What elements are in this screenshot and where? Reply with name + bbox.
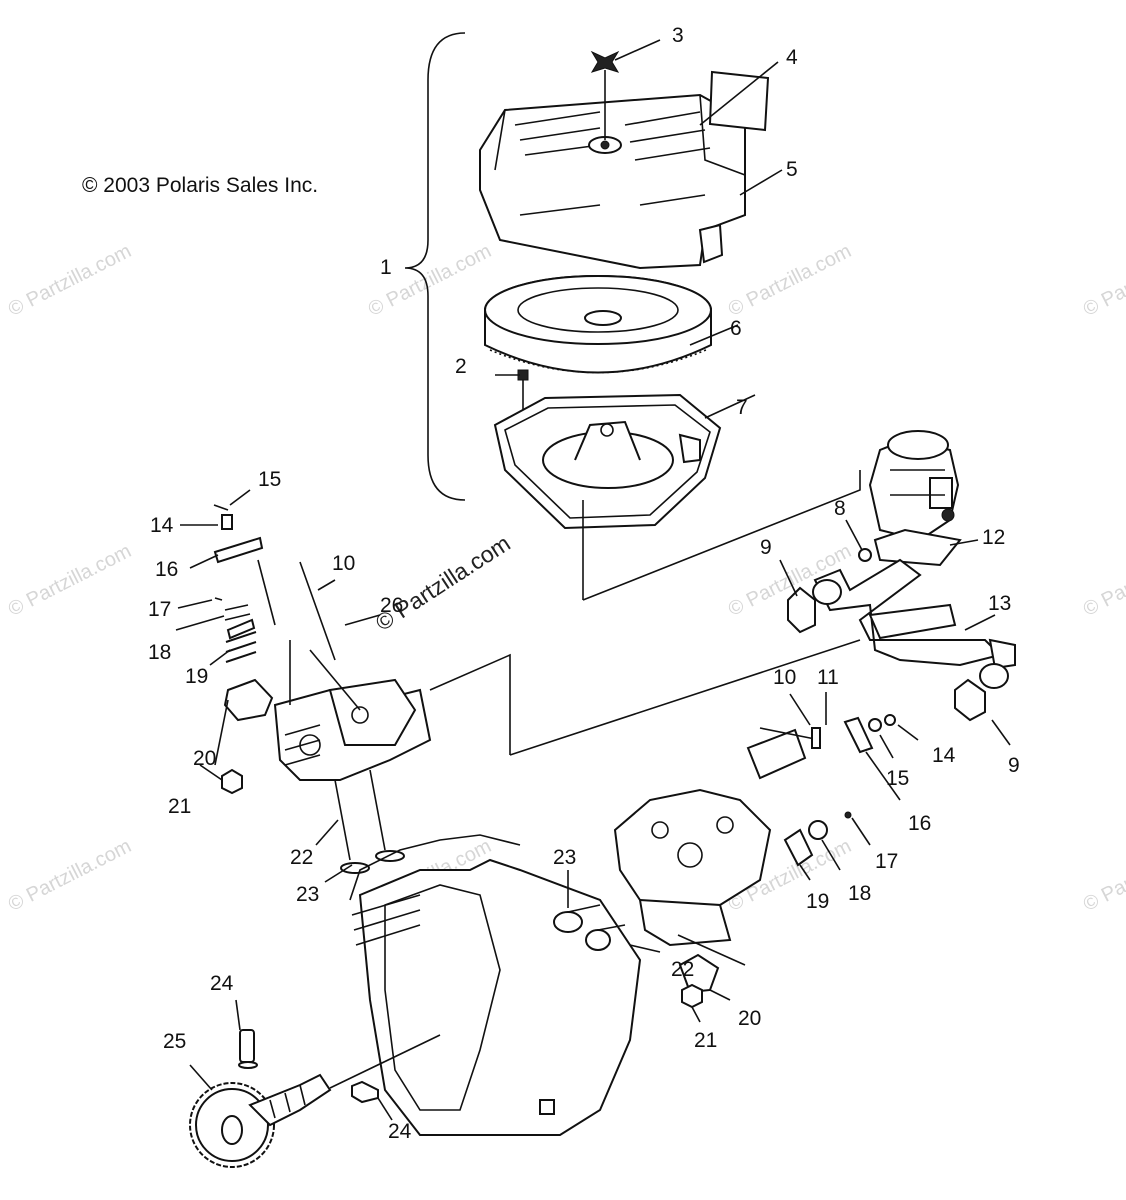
callout-number: 21 [168, 795, 191, 818]
callout-number: 24 [210, 972, 234, 995]
callout-number: 13 [988, 592, 1011, 615]
callout-number: 24 [388, 1120, 412, 1143]
callout-number: 21 [694, 1029, 717, 1052]
rocker-arm-left [213, 504, 264, 663]
callout-number: 11 [817, 666, 839, 689]
callout-number: 5 [786, 158, 798, 181]
callout-number: 20 [193, 747, 216, 770]
callout-number: 19 [185, 665, 208, 688]
callout-numbers: 1 2 3 4 5 6 7 8 9 9 10 10 11 12 13 14 14… [148, 24, 1020, 1143]
callout-number: 9 [1008, 754, 1020, 777]
nut [681, 983, 703, 1009]
callout-number: 18 [148, 641, 171, 664]
callout-number: 26 [380, 594, 403, 617]
air-cleaner-cover [479, 93, 746, 270]
callout-number: 19 [806, 890, 829, 913]
callout-number: 7 [736, 396, 748, 419]
nut [221, 768, 243, 795]
air-filter-element [484, 275, 712, 374]
camshaft-gear [189, 1073, 332, 1168]
callout-number: 4 [786, 46, 798, 69]
callout-number: 23 [553, 846, 576, 869]
cylinder-head-left [273, 678, 432, 781]
callout-number: 18 [848, 882, 871, 905]
gasket [954, 678, 986, 722]
assembly-bracket [404, 32, 466, 501]
leader-lines [175, 39, 1011, 1121]
callout-number: 10 [773, 666, 796, 689]
decal [708, 70, 770, 132]
dowel-pin [239, 1029, 255, 1063]
callout-number: 8 [834, 497, 846, 520]
cylinder-head-right [613, 728, 807, 947]
nut [858, 548, 872, 562]
callout-number: 23 [296, 883, 319, 906]
callout-number: 3 [672, 24, 684, 47]
callout-number: 6 [730, 317, 742, 340]
callout-number: 14 [932, 744, 956, 767]
callout-number: 25 [163, 1030, 186, 1053]
callout-number: 22 [671, 958, 694, 981]
callout-number: 9 [760, 536, 772, 559]
callout-number: 16 [155, 558, 178, 581]
gasket [223, 678, 274, 722]
callout-number: 22 [290, 846, 313, 869]
callout-number: 2 [455, 355, 467, 378]
gasket [873, 528, 962, 567]
callout-number: 14 [150, 514, 174, 537]
callout-number: 17 [875, 850, 898, 873]
callout-number: 15 [886, 767, 909, 790]
callout-number: 16 [908, 812, 931, 835]
callout-number: 10 [332, 552, 355, 575]
callout-number: 15 [258, 468, 281, 491]
callout-number: 1 [380, 256, 392, 279]
air-cleaner-base [493, 393, 722, 530]
dowel-pin [351, 1080, 379, 1104]
callout-number: 12 [982, 526, 1005, 549]
crankcase [349, 834, 642, 1136]
callout-number: 17 [148, 598, 171, 621]
screw [517, 369, 529, 412]
intake-manifold [812, 558, 1016, 689]
carburetor [868, 430, 960, 542]
gasket [787, 586, 816, 634]
cover-knob [590, 50, 620, 140]
copyright-notice: © 2003 Polaris Sales Inc. [82, 174, 319, 197]
callout-number: 20 [738, 1007, 761, 1030]
